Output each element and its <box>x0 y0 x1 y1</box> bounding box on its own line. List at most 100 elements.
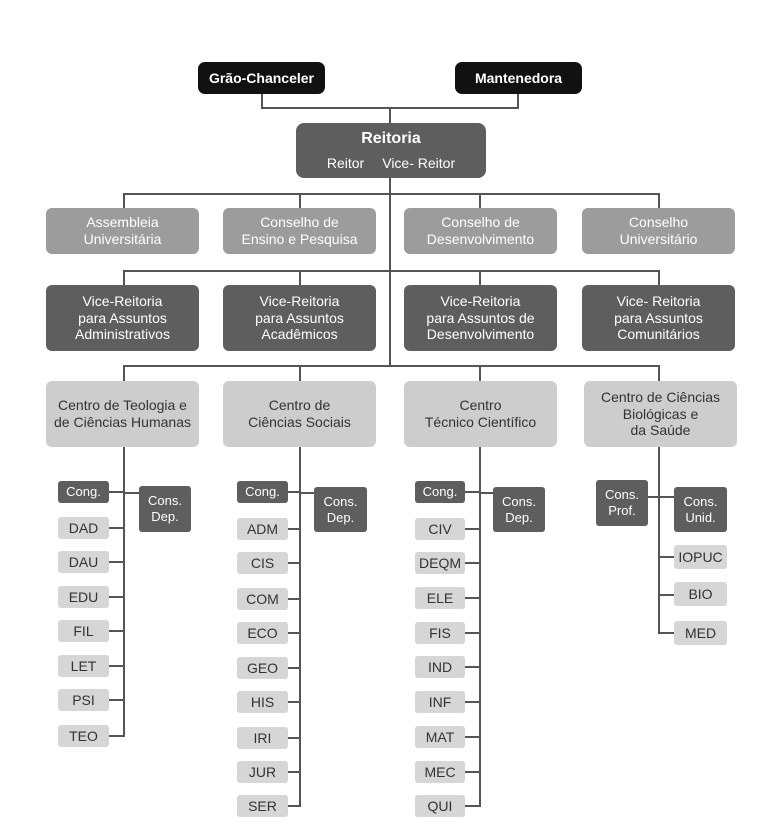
unit-box: MED <box>674 621 727 645</box>
department-box: PSI <box>58 689 109 711</box>
branch-line <box>465 771 479 773</box>
department-label: IND <box>427 658 453 675</box>
department-label: DAU <box>68 553 99 570</box>
branch-line <box>288 805 299 807</box>
department-label: PSI <box>72 691 95 708</box>
conselho-line: Universitário <box>619 231 698 247</box>
cons-dep-line: Dep. <box>326 509 355 525</box>
vice-reitoria-line: Vice- Reitoria <box>616 292 701 309</box>
department-label: LET <box>70 657 97 674</box>
column-line <box>658 447 660 634</box>
centro-ciencias-sociais-box: Centro de Ciências Sociais <box>223 381 376 447</box>
unit-label: BIO <box>688 585 713 602</box>
centro-line: da Saúde <box>630 422 691 439</box>
cons-prof-box: Cons. Prof. <box>596 480 648 526</box>
department-label: INF <box>428 693 452 710</box>
branch-line <box>465 562 479 564</box>
grao-chanceler-box: Grão-Chanceler <box>198 62 325 94</box>
connector-line <box>123 193 660 195</box>
branch-line <box>301 492 314 494</box>
department-box: COM <box>237 588 288 610</box>
unit-label: IOPUC <box>678 548 723 565</box>
unit-label: MED <box>684 624 717 641</box>
branch-line <box>465 491 479 493</box>
department-box: EDU <box>58 586 109 608</box>
centro-ciencias-biologicas-box: Centro de Ciências Biológicas e da Saúde <box>584 381 737 447</box>
cons-dep-line: Cons. <box>323 493 358 509</box>
branch-line <box>481 492 493 494</box>
department-box: CIV <box>415 518 465 540</box>
department-label: TEO <box>69 727 98 744</box>
department-box: JUR <box>237 761 288 783</box>
branch-line <box>660 496 674 498</box>
connector-line <box>299 270 301 285</box>
department-label: COM <box>246 590 279 607</box>
branch-line <box>660 556 674 558</box>
branch-line <box>109 735 123 737</box>
branch-line <box>465 597 479 599</box>
cons-unid-line: Unid. <box>685 509 716 525</box>
centro-tecnico-cientifico-box: Centro Técnico Científico <box>404 381 557 447</box>
vice-reitoria-comunitarios-box: Vice- Reitoria para Assuntos Comunitário… <box>582 285 735 351</box>
centro-line: Centro <box>459 397 502 414</box>
conselho-line: Ensino e Pesquisa <box>241 231 358 247</box>
column-line <box>479 447 481 807</box>
branch-line <box>109 491 123 493</box>
column-line <box>299 447 301 807</box>
centro-line: Técnico Científico <box>424 414 537 430</box>
department-box: HIS <box>237 691 288 713</box>
vice-reitoria-line: para Assuntos <box>78 309 167 326</box>
department-box: LET <box>58 655 109 677</box>
branch-line <box>288 491 299 493</box>
connector-line <box>479 365 481 381</box>
branch-line <box>465 666 479 668</box>
vice-reitoria-line: Vice-Reitoria <box>259 292 340 309</box>
branch-line <box>648 496 658 498</box>
vice-reitoria-line: Vice-Reitoria <box>440 292 521 309</box>
department-box: TEO <box>58 725 109 747</box>
cong-label: Cong. <box>422 484 458 500</box>
department-box: ECO <box>237 622 288 644</box>
vice-reitoria-line: para Assuntos <box>614 309 703 326</box>
mantenedora-label: Mantenedora <box>474 69 563 86</box>
centro-line: Centro de Teologia e <box>58 397 187 414</box>
department-box: DAD <box>58 517 109 539</box>
cons-dep-line: Cons. <box>148 493 182 509</box>
branch-line <box>288 771 299 773</box>
department-label: IRI <box>253 729 272 746</box>
vice-reitoria-line: Acadêmicos <box>261 326 338 343</box>
department-box: QUI <box>415 795 465 817</box>
branch-line <box>288 667 299 669</box>
department-box: MEC <box>415 761 465 783</box>
centro-line: de Ciências Humanas <box>54 414 191 430</box>
department-box: MAT <box>415 726 465 748</box>
vice-reitoria-line: Administrativos <box>75 326 170 343</box>
connector-line <box>658 193 660 208</box>
branch-line <box>109 561 123 563</box>
branch-line <box>465 701 479 703</box>
department-box: DAU <box>58 551 109 573</box>
department-box: IRI <box>237 727 288 749</box>
connector-line <box>123 193 125 208</box>
cong-label: Cong. <box>66 484 101 500</box>
unit-box: BIO <box>674 582 727 606</box>
centro-line: Ciências Sociais <box>248 414 351 430</box>
grao-chanceler-label: Grão-Chanceler <box>208 69 315 86</box>
cong-box: Cong. <box>237 481 288 503</box>
cong-box: Cong. <box>415 481 465 503</box>
cong-label: Cong. <box>245 484 280 500</box>
branch-line <box>288 598 299 600</box>
department-box: SER <box>237 795 288 817</box>
cons-prof-line: Prof. <box>608 503 636 518</box>
branch-line <box>288 701 299 703</box>
cons-dep-line: Dep. <box>505 509 533 525</box>
branch-line <box>465 632 479 634</box>
department-label: ADM <box>246 520 279 537</box>
branch-line <box>109 699 123 701</box>
connector-line <box>299 193 301 208</box>
cons-unid-line: Cons. <box>683 493 718 509</box>
connector-line <box>123 365 125 381</box>
department-label: SER <box>248 797 277 814</box>
vice-reitoria-line: Desenvolvimento <box>426 326 535 343</box>
